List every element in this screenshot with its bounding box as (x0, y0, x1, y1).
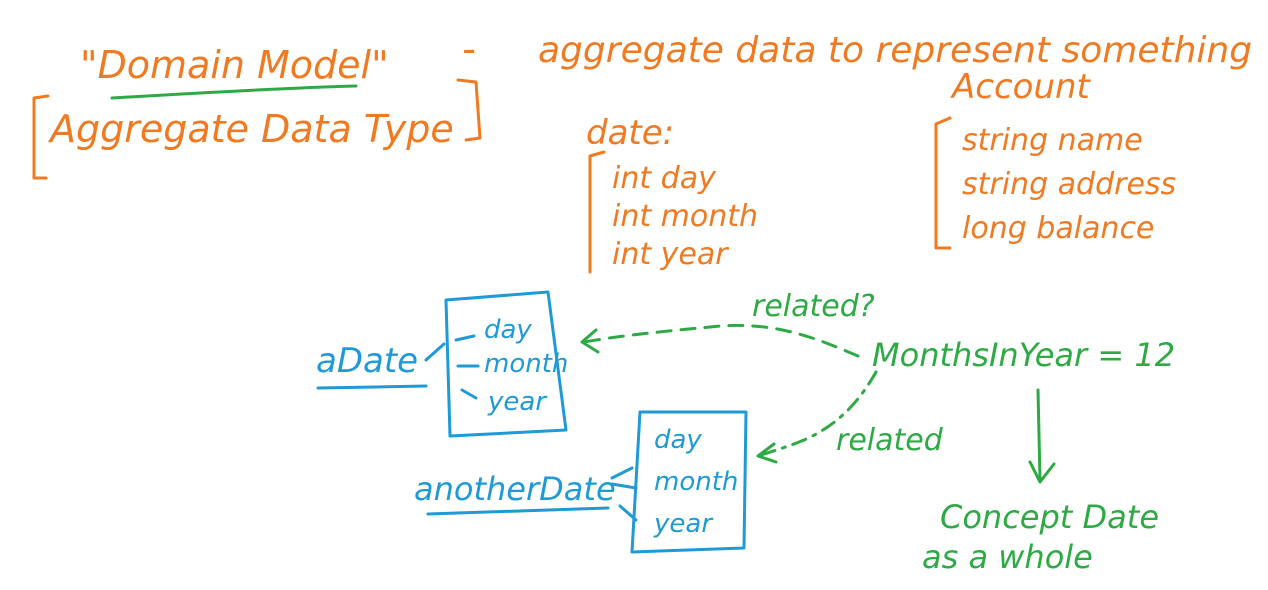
domain-model-underline (110, 84, 358, 100)
a-date-field-month: month (484, 349, 568, 379)
account-field-name: string name (962, 123, 1143, 158)
heading-dash: - (462, 27, 476, 71)
a-date-box (444, 290, 568, 438)
another-date-connector-3 (618, 504, 638, 522)
date-struct-title: date: (586, 113, 674, 153)
aggregate-left-bracket (32, 94, 50, 180)
related-question-label: related? (752, 289, 875, 324)
a-date-tick-year (460, 388, 478, 400)
a-date-field-year: year (487, 387, 548, 417)
another-date-field-year: year (653, 509, 714, 539)
date-field-year: int year (612, 237, 729, 272)
another-date-connector-2 (610, 482, 638, 490)
date-struct-brace (588, 150, 606, 274)
a-date-label: aDate (316, 341, 418, 381)
aggregate-data-type-label: Aggregate Data Type (47, 107, 454, 151)
related-arrow (756, 370, 878, 458)
account-struct-title: Account (950, 67, 1092, 107)
another-date-box (630, 410, 748, 554)
a-date-connector (424, 342, 446, 362)
aggregate-right-bracket (456, 78, 482, 142)
another-date-field-day: day (654, 425, 702, 455)
concept-line-1: Concept Date (940, 498, 1159, 536)
account-field-balance: long balance (962, 211, 1154, 246)
another-date-underline (426, 506, 610, 516)
related-arrowhead (756, 442, 778, 464)
a-date-field-day: day (484, 315, 532, 345)
another-date-label: anotherDate (414, 470, 616, 508)
domain-model-title: "Domain Model" (80, 43, 389, 87)
concept-line-2: as a whole (922, 538, 1093, 576)
a-date-tick-day (454, 334, 476, 342)
concept-arrowhead (1028, 460, 1056, 484)
another-date-connector-1 (610, 466, 634, 480)
related-question-arrowhead (580, 328, 600, 354)
a-date-underline (316, 384, 428, 390)
date-field-day: int day (612, 161, 717, 196)
concept-arrow-shaft (1036, 388, 1042, 482)
heading-description: aggregate data to represent something (538, 30, 1252, 71)
related-label: related (836, 423, 944, 458)
related-question-arrow (582, 323, 860, 358)
months-in-year-label: MonthsInYear = 12 (872, 336, 1175, 374)
date-field-month: int month (612, 199, 758, 234)
another-date-field-month: month (654, 467, 738, 497)
account-struct-brace (934, 116, 952, 250)
account-field-address: string address (962, 167, 1176, 202)
